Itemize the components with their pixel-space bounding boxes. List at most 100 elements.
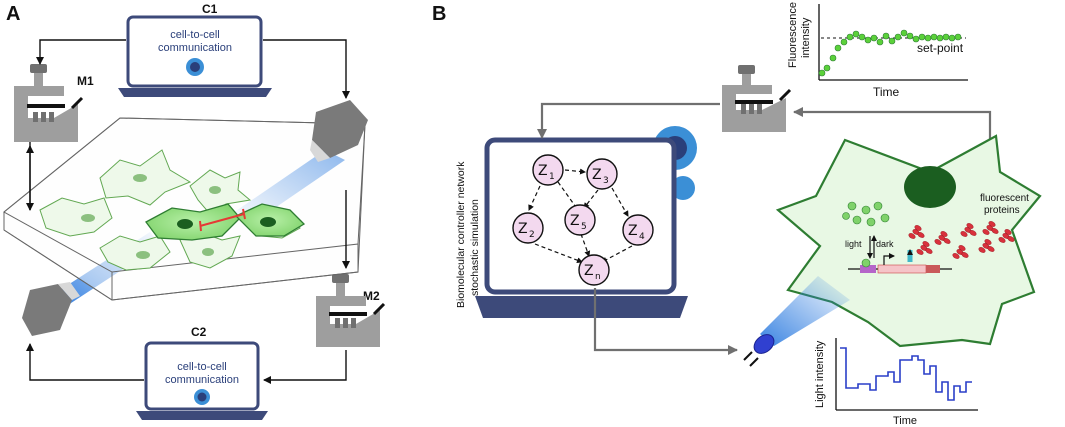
led-icon — [743, 334, 775, 367]
target-cell: fluorescent proteins light dark — [775, 134, 1042, 348]
gear-icon — [186, 58, 204, 76]
computer-c1: C1 cell-to-cell communication — [118, 2, 272, 97]
node-z4-letter: Z — [628, 223, 638, 239]
computer-c1-screen — [126, 15, 263, 88]
light-trace — [840, 347, 972, 401]
fluorescence-point — [942, 33, 950, 41]
fluorescent-label-line1: fluorescent — [980, 193, 1029, 204]
node-z4 — [622, 214, 654, 246]
cell-nucleus — [904, 166, 956, 208]
protein-mark — [987, 246, 995, 252]
loop-arrows-a — [26, 39, 350, 384]
protein-mark — [982, 229, 990, 235]
dark-label: dark — [876, 239, 894, 249]
protein-mark — [998, 237, 1006, 243]
microscope-m2: M2 — [316, 274, 386, 347]
microscope-m1: M1 — [14, 64, 94, 142]
protein-mark — [943, 238, 951, 244]
protein-mark — [1004, 229, 1012, 235]
panel-b-label: B — [432, 3, 446, 25]
node-zn-sub: n — [595, 272, 601, 282]
fluorescence-point — [852, 30, 860, 38]
fluorescence-point — [918, 33, 926, 41]
neighbor-nuclei — [81, 174, 221, 259]
protein-mark — [940, 231, 948, 237]
light-x-label: Time — [893, 415, 917, 427]
fluorescence-point — [846, 33, 854, 41]
node-z5-sub: 5 — [581, 222, 587, 232]
fluorescence-y-label-line1: Fluorescence — [787, 2, 799, 68]
node-z4-sub: 4 — [639, 232, 645, 242]
node-z2-letter: Z — [518, 221, 528, 237]
computer-c1-text-line1: cell-to-cell — [170, 29, 220, 41]
microscope-m2-label: M2 — [363, 289, 380, 303]
computer-c2-label: C2 — [191, 325, 207, 339]
fluorescence-point — [930, 33, 938, 41]
node-z5 — [564, 204, 596, 236]
protein-mark — [966, 223, 974, 229]
protein-mark — [978, 247, 986, 253]
fluorescence-point — [834, 44, 842, 52]
protein-mark — [934, 239, 942, 245]
node-zn — [578, 254, 610, 286]
fluorescence-point — [906, 32, 914, 40]
fluorescence-point — [948, 34, 956, 42]
red-proteins — [908, 221, 1015, 259]
computer-c1-label: C1 — [202, 2, 218, 16]
protein-mark — [908, 233, 916, 239]
node-z1-sub: 1 — [549, 172, 555, 182]
node-zn-letter: Z — [584, 263, 594, 279]
fluorescence-point — [888, 37, 896, 45]
microscope-b — [722, 65, 792, 132]
fluorescence-point — [840, 38, 848, 46]
node-z5-letter: Z — [570, 213, 580, 229]
panel-a-label: A — [6, 3, 20, 25]
node-z3 — [586, 158, 618, 190]
protein-mark — [916, 249, 924, 255]
fluorescence-point — [924, 34, 932, 42]
node-z3-letter: Z — [592, 167, 602, 183]
fluorescence-point — [829, 54, 837, 62]
light-y-label: Light intensity — [814, 340, 826, 408]
computer-c2-base — [136, 411, 268, 420]
node-z2 — [512, 212, 544, 244]
fluorescence-point — [882, 32, 890, 40]
fluorescence-x-label: Time — [873, 85, 900, 99]
light-beam-led — [760, 276, 850, 346]
controller-side-label-line2: stochastic simulation — [469, 199, 481, 296]
computer-c1-base — [118, 88, 272, 97]
fluorescent-label-line2: proteins — [984, 205, 1020, 216]
fluorescence-point — [876, 38, 884, 46]
setpoint-label: set-point — [917, 41, 964, 55]
controller-base — [475, 296, 688, 318]
node-z1-letter: Z — [538, 163, 548, 179]
fluorescence-point — [912, 35, 920, 43]
protein-mark — [960, 231, 968, 237]
fluorescence-point — [823, 64, 831, 72]
fluorescence-plot: set-point Time Fluorescence intensity — [787, 2, 968, 99]
protein-mark — [991, 228, 999, 234]
fluorescence-point — [858, 33, 866, 41]
node-z1 — [532, 154, 564, 186]
communicating-cells — [145, 203, 306, 241]
fluorescence-points — [818, 29, 962, 77]
network-nodes — [512, 154, 654, 286]
fluorescence-point — [818, 69, 826, 77]
protein-mark — [984, 239, 992, 245]
controller-side-label-line1: Biomolecular controller network — [455, 161, 467, 308]
fluorescence-point — [936, 34, 944, 42]
protein-mark — [952, 253, 960, 259]
protein-mark — [917, 232, 925, 238]
green-molecules — [842, 201, 890, 227]
network-node-labels: Z 1 Z 3 Z 2 Z 5 Z 4 Z n — [518, 163, 645, 282]
protein-mark — [988, 221, 996, 227]
node-z3-sub: 3 — [603, 176, 609, 186]
computer-c1-text-line2: communication — [158, 42, 232, 54]
gear-icon — [194, 389, 210, 405]
network-edges — [528, 168, 633, 264]
fluorescence-point — [864, 36, 872, 44]
fluorescence-point — [894, 33, 902, 41]
protein-mark — [922, 241, 930, 247]
fluorescence-point — [870, 34, 878, 42]
gene-construct — [848, 249, 952, 274]
